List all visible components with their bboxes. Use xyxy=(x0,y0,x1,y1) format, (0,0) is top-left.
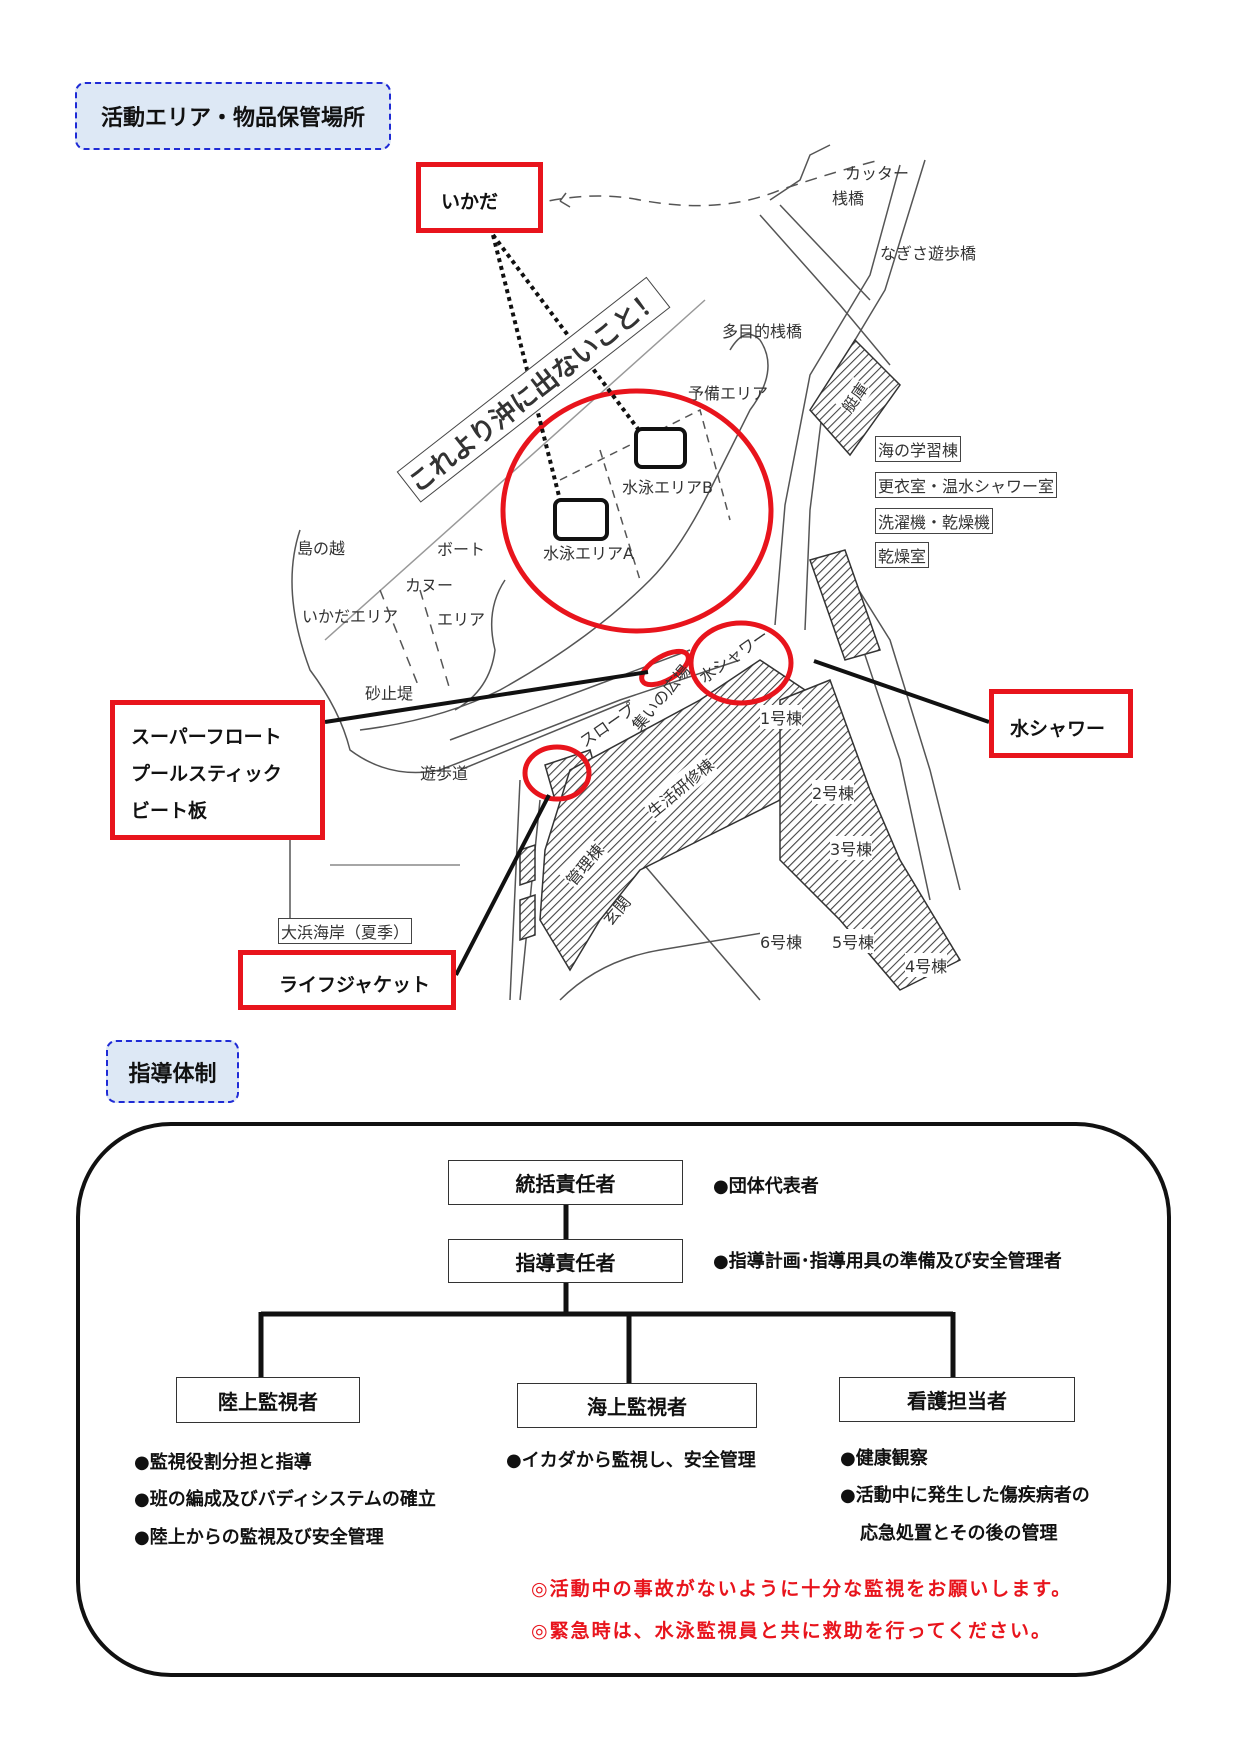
callout-shower: 水シャワー xyxy=(989,689,1133,758)
safety-warning: ◎活動中の事故がないように十分な監視をお願いします。 xyxy=(531,1578,1073,1600)
map-label-drying-room: 乾燥室 xyxy=(875,542,930,568)
nurse-duty: 応急処置とその後の管理 xyxy=(860,1523,1058,1544)
map-label-swim-a: 水泳エリアA xyxy=(543,544,634,563)
map-label-shimanokoshi: 島の越 xyxy=(297,539,346,558)
section-title-activity-area: 活動エリア・物品保管場所 xyxy=(75,82,391,150)
map-label-bldg5: 5号棟 xyxy=(832,929,875,953)
red-circles xyxy=(500,388,794,802)
map-label-reserve-area: 予備エリア xyxy=(688,384,769,403)
nurse-duty: ●健康観察 xyxy=(840,1448,928,1469)
land-monitor-duty: ●班の編成及びバディシステムの確立 xyxy=(134,1489,436,1510)
org-note-instruction-manager: ●指導計画･指導用具の準備及び安全管理者 xyxy=(713,1251,1062,1272)
raft-markers xyxy=(553,427,687,541)
callout-ikada: いかだ xyxy=(416,162,543,233)
org-box-general-manager: 統括責任者 xyxy=(448,1160,683,1205)
facility-map xyxy=(289,144,990,1001)
map-label-bldg4: 4号棟 xyxy=(905,953,948,977)
emergency-warning: ◎緊急時は、水泳監視員と共に救助を行ってください。 xyxy=(531,1620,1053,1642)
map-label-nagisa: なぎさ遊歩橋 xyxy=(880,244,977,263)
map-label-beach: 大浜海岸（夏季） xyxy=(278,918,413,944)
map-label-changing-room: 更衣室・温水シャワー室 xyxy=(875,472,1058,498)
org-chart-panel xyxy=(76,1122,1171,1677)
map-label-sea-learning: 海の学習棟 xyxy=(875,436,962,462)
map-label-ikada-area: いかだエリア xyxy=(302,607,399,626)
callout-lifejacket: ライフジャケット xyxy=(238,950,456,1010)
map-label-bldg1: 1号棟 xyxy=(760,705,803,729)
land-monitor-duty: ●監視役割分担と指導 xyxy=(134,1452,312,1473)
section-title-organization: 指導体制 xyxy=(106,1040,239,1103)
land-monitor-duty: ●陸上からの監視及び安全管理 xyxy=(134,1527,384,1548)
map-label-area: エリア xyxy=(437,610,486,629)
org-box-land-monitor: 陸上監視者 xyxy=(176,1377,360,1423)
callout-storage-items: スーパーフロート プールスティック ビート板 xyxy=(110,700,325,840)
org-box-nurse: 看護担当者 xyxy=(839,1377,1075,1422)
map-label-swim-b: 水泳エリアB xyxy=(622,478,713,497)
map-label-pier: 桟橋 xyxy=(832,189,865,208)
org-box-instruction-manager: 指導責任者 xyxy=(448,1239,683,1283)
map-label-sand-dike: 砂止堤 xyxy=(365,684,414,703)
nurse-duty: ●活動中に発生した傷疾病者の xyxy=(840,1485,1090,1506)
map-label-promenade: 遊歩道 xyxy=(420,764,469,783)
map-label-canoe: カヌー xyxy=(405,576,454,595)
map-label-bldg2: 2号棟 xyxy=(812,780,855,804)
map-label-boat: ボート xyxy=(437,540,486,559)
map-label-bldg3: 3号棟 xyxy=(830,836,873,860)
map-label-multipurpose-pier: 多目的桟橋 xyxy=(722,322,803,341)
org-note-general-manager: ●団体代表者 xyxy=(713,1176,819,1197)
callout-leader-lines xyxy=(324,233,990,976)
map-label-cutter: カッター xyxy=(845,164,910,183)
map-label-bldg6: 6号棟 xyxy=(760,929,803,953)
org-box-sea-monitor: 海上監視者 xyxy=(517,1383,757,1428)
sea-monitor-duty: ●イカダから監視し、安全管理 xyxy=(506,1450,756,1471)
map-label-laundry: 洗濯機・乾燥機 xyxy=(875,508,994,534)
